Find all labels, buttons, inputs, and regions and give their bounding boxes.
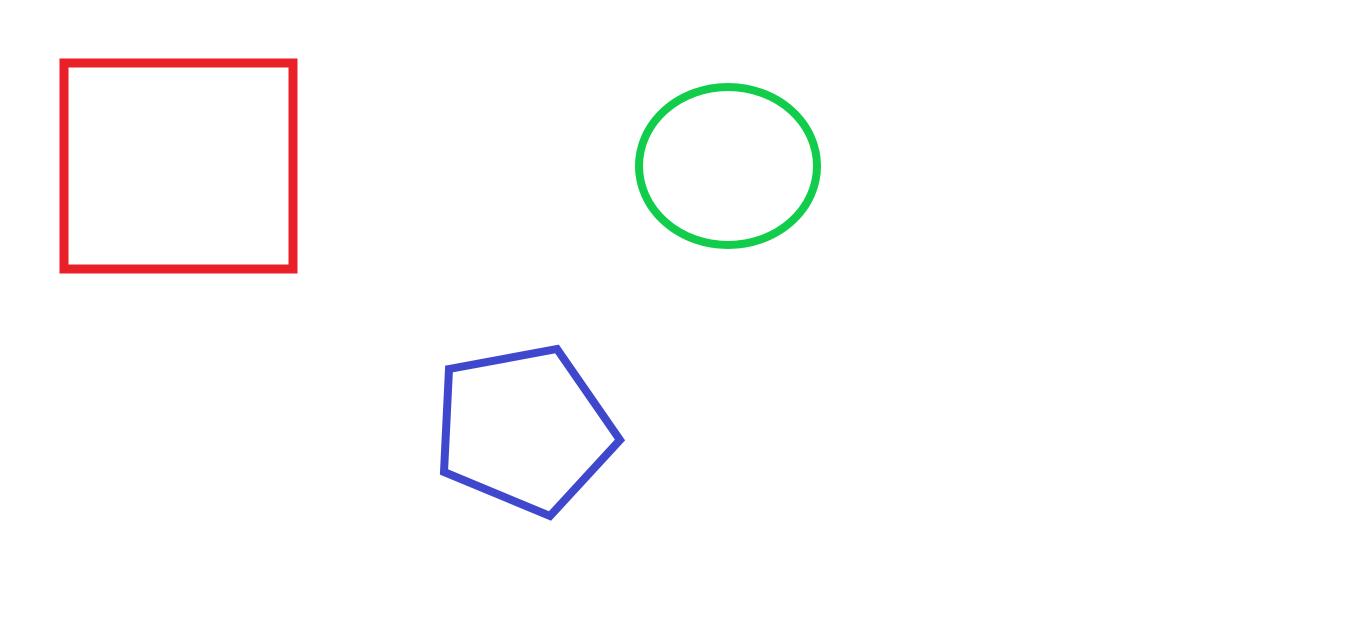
red-square-outline	[59, 58, 298, 274]
green-ellipse-outline	[635, 83, 821, 249]
blue-pentagon-outline	[439, 344, 626, 521]
